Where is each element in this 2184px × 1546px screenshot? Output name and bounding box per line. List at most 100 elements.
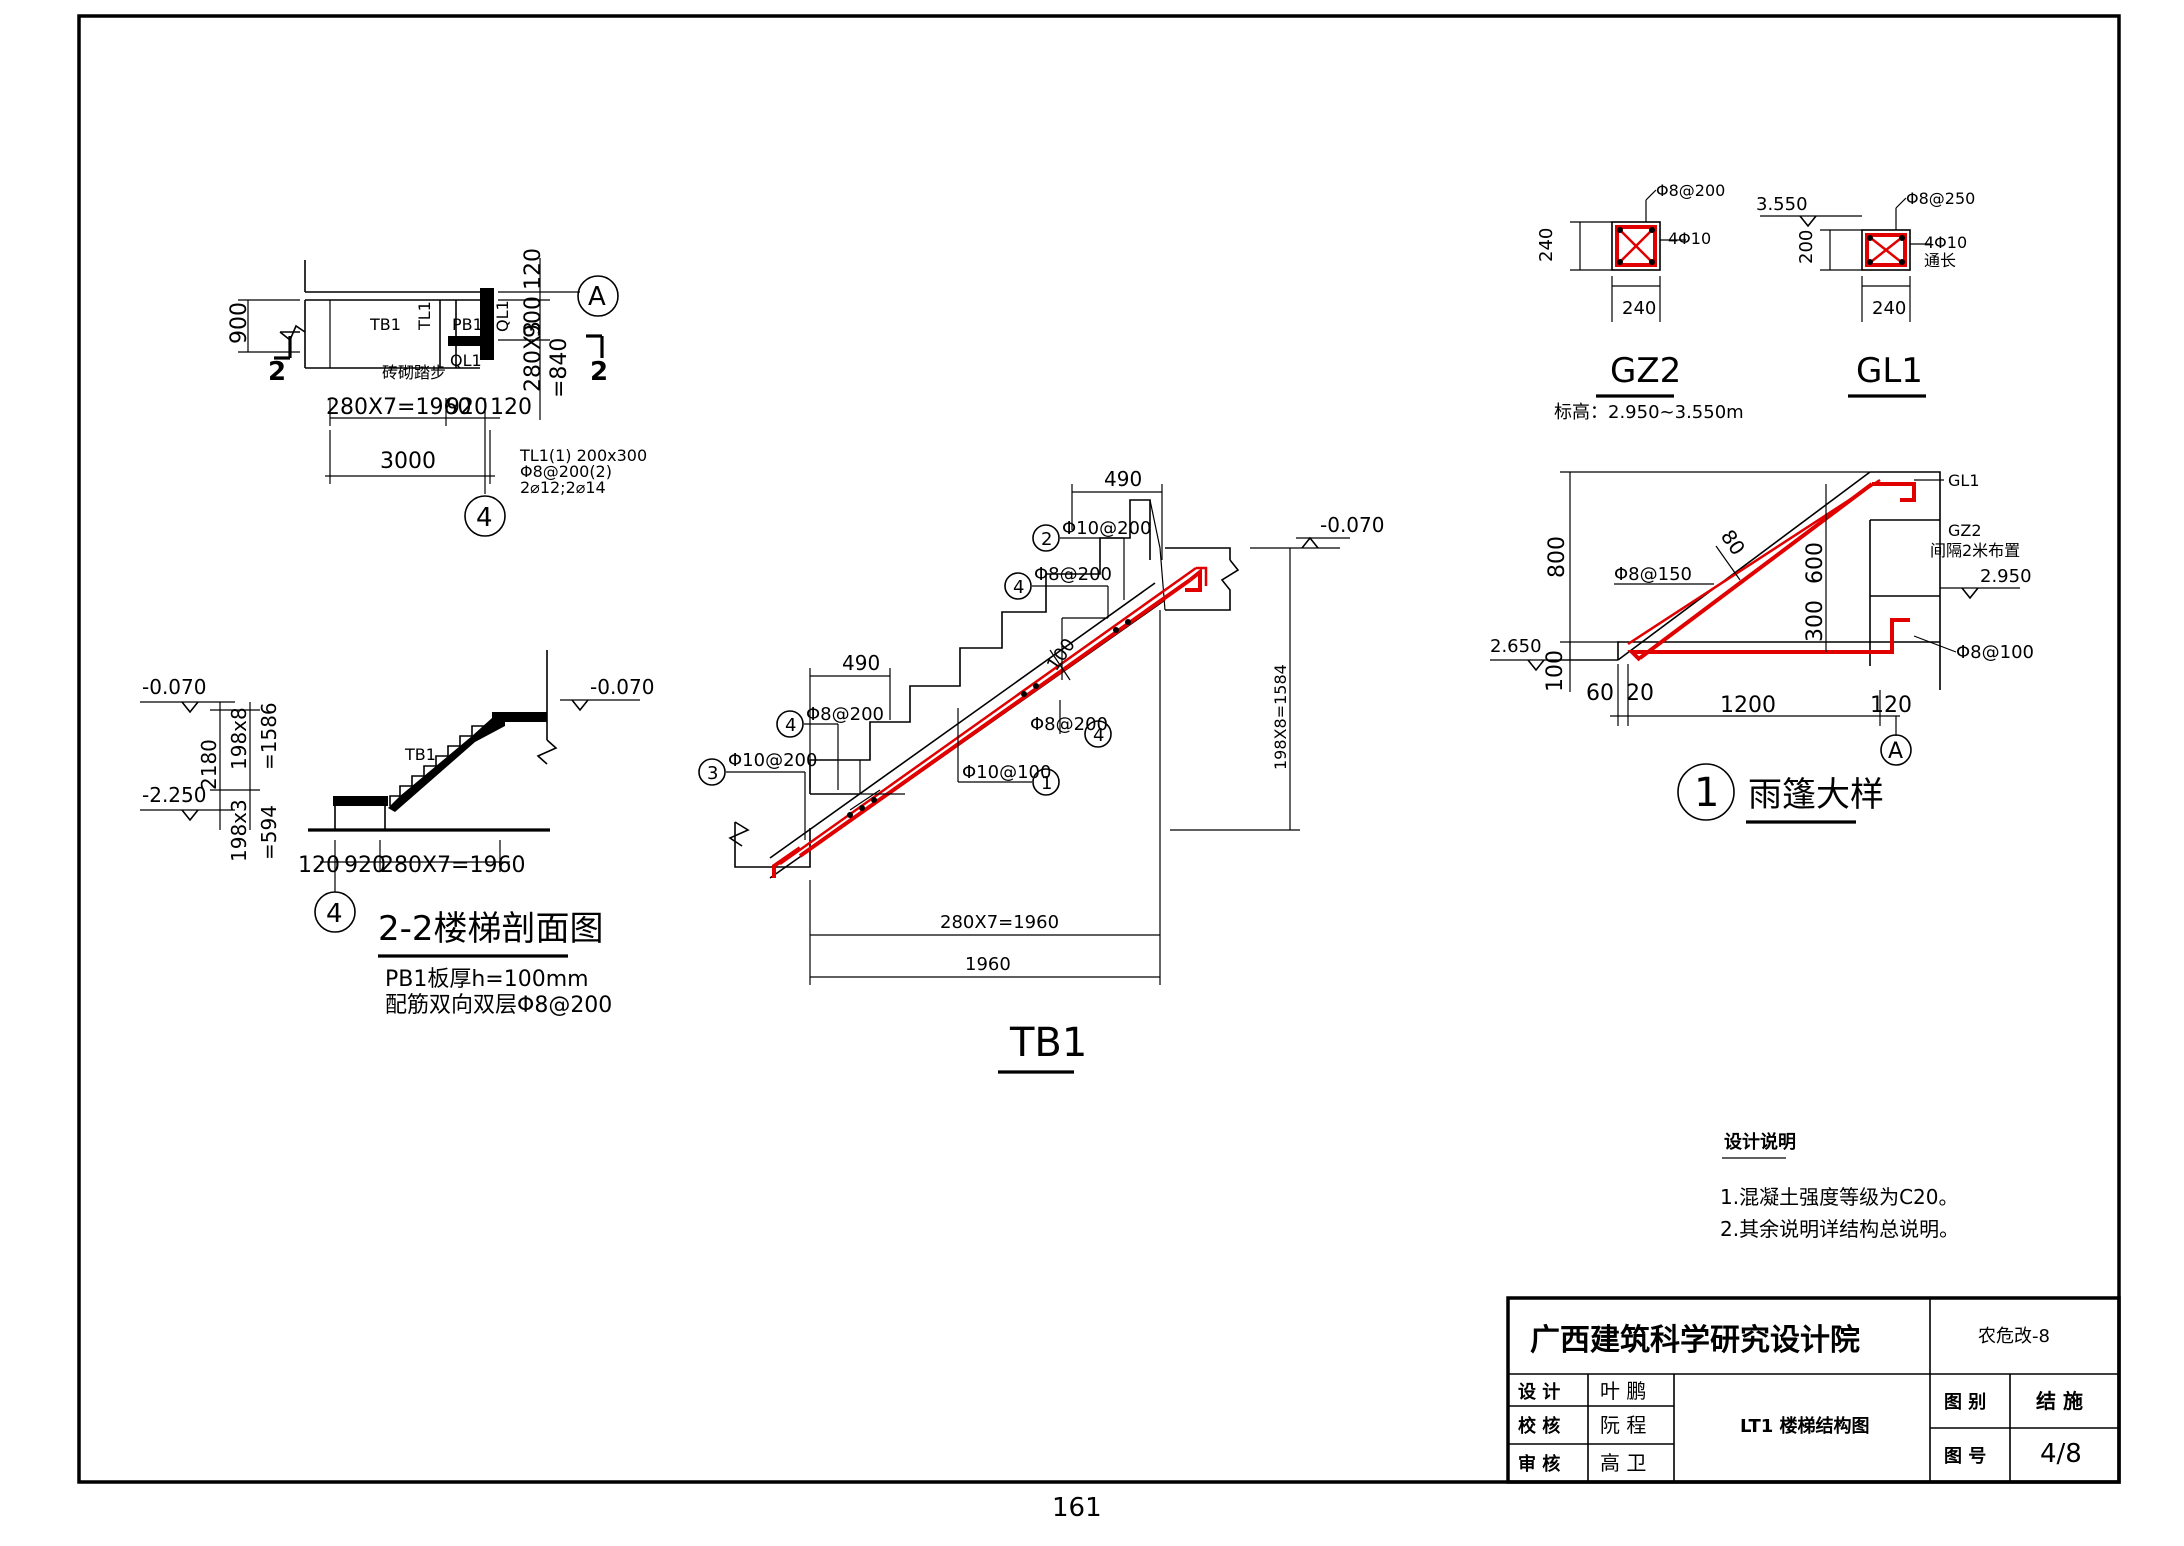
plan-dim-920: 920 bbox=[446, 395, 488, 420]
dim-2180: 2180 bbox=[197, 739, 221, 790]
tb1-bar4c-label: Φ8@200 bbox=[1030, 714, 1108, 735]
canopy-bar-150: Φ8@150 bbox=[1614, 564, 1692, 585]
section-mark-right: 2 bbox=[590, 357, 608, 387]
tb1-bar3-label: Φ10@200 bbox=[728, 750, 817, 771]
plan-note-tl1: TL1(1) 200x300 bbox=[519, 446, 647, 465]
canopy-dim-300: 300 bbox=[1803, 600, 1828, 642]
notes-item-1: 1.混凝土强度等级为C20。 bbox=[1720, 1185, 1959, 1209]
gz2-title: GZ2 bbox=[1610, 351, 1681, 391]
tb1-bar1-label: Φ10@100 bbox=[962, 762, 1051, 783]
section-dim-280x7: 280X7=1960 bbox=[380, 853, 525, 878]
gz2-stirrup-label: Φ8@200 bbox=[1656, 181, 1725, 200]
axis-bubble-4-section bbox=[314, 891, 356, 933]
stair-plan: TB1 TL1 PB1 QL1 QL1 砖砌踏步 900 2 2 120 900… bbox=[227, 248, 647, 537]
canopy-axis-a: A bbox=[1888, 739, 1903, 764]
gl1-detail: Φ8@250 4Φ10 通长 3.550 200 240 GL1 bbox=[1756, 189, 1975, 398]
notes-heading: 设计说明 bbox=[1724, 1131, 1796, 1153]
tb1-bar3-no: 3 bbox=[707, 763, 718, 784]
dim-198x3: 198x3 bbox=[227, 799, 251, 862]
plan-dim-840: =840 bbox=[547, 338, 572, 398]
canopy-elev-2950: 2.950 bbox=[1980, 566, 2032, 587]
elev-low: -2.250 bbox=[142, 783, 206, 807]
canopy-bar-100: Φ8@100 bbox=[1956, 642, 2034, 663]
dim-594: =594 bbox=[257, 805, 281, 860]
canopy-dim-1200: 1200 bbox=[1720, 693, 1776, 718]
institute-name: 广西建筑科学研究设计院 bbox=[1530, 1323, 1860, 1358]
gl1-continuous-label: 通长 bbox=[1924, 251, 1956, 270]
bar-mark-2 bbox=[1032, 524, 1060, 552]
bar-mark-4a bbox=[1004, 572, 1032, 600]
gz2-dim-240-h: 240 bbox=[1622, 298, 1656, 319]
bar-mark-3 bbox=[698, 758, 726, 786]
canopy-dim-80: 80 bbox=[1716, 525, 1750, 560]
design-notes: 设计说明 1.混凝土强度等级为C20。 2.其余说明详结构总说明。 bbox=[1720, 1131, 1959, 1241]
canopy-dim-20: 20 bbox=[1626, 681, 1654, 706]
plan-note-stirrup: Φ8@200(2) bbox=[520, 462, 612, 481]
canopy-dim-60: 60 bbox=[1586, 681, 1614, 706]
section-title: 2-2楼梯剖面图 bbox=[378, 909, 604, 949]
tb1-elev: -0.070 bbox=[1320, 513, 1384, 537]
role-review: 审 核 bbox=[1518, 1453, 1560, 1475]
section-note-pb1: PB1板厚h=100mm bbox=[385, 967, 589, 992]
plan-dim-280x3: 280X3 bbox=[521, 321, 546, 392]
tb1-bar2-label: Φ10@200 bbox=[1062, 518, 1151, 539]
role-check: 校 核 bbox=[1518, 1415, 1560, 1437]
section-axis-4: 4 bbox=[326, 899, 343, 929]
notes-item-2: 2.其余说明详结构总说明。 bbox=[1720, 1217, 1959, 1241]
gl1-stirrup-label: Φ8@250 bbox=[1906, 189, 1975, 208]
section-note-rebar: 配筋双向双层Φ8@200 bbox=[385, 993, 612, 1018]
plan-axis-a: A bbox=[588, 282, 606, 312]
gz2-dim-240-v: 240 bbox=[1536, 228, 1557, 262]
tb1-bar4a-no: 4 bbox=[1013, 577, 1024, 598]
tb1-detail: 490 2 Φ10@200 4 Φ8@200 100 490 4 Φ8@200 … bbox=[698, 467, 1384, 1074]
category-value: 结 施 bbox=[2036, 1389, 2083, 1413]
tb1-bar2-no: 2 bbox=[1041, 529, 1052, 550]
gl1-main-bars-label: 4Φ10 bbox=[1924, 233, 1967, 252]
canopy-dim-100: 100 bbox=[1543, 650, 1568, 692]
section-dim-920: 920 bbox=[344, 853, 386, 878]
drawing-title: LT1 楼梯结构图 bbox=[1740, 1415, 1870, 1437]
axis-bubble-4-plan bbox=[464, 495, 506, 537]
name-check: 阮 程 bbox=[1600, 1413, 1646, 1437]
dim-1586: =1586 bbox=[257, 702, 281, 770]
name-design: 叶 鹏 bbox=[1600, 1379, 1646, 1403]
tb1-bar4c-no: 4 bbox=[1093, 725, 1104, 746]
gl1-title: GL1 bbox=[1856, 351, 1923, 391]
title-block: 广西建筑科学研究设计院 农危改-8 设 计 叶 鹏 校 核 阮 程 审 核 高 … bbox=[1506, 1296, 2121, 1484]
tb1-dim-490-left: 490 bbox=[842, 651, 880, 675]
plan-dim-280x7: 280X7=1960 bbox=[326, 395, 471, 420]
tb1-dim-vertical: 198X8=1584 bbox=[1271, 664, 1290, 770]
section-mark-left: 2 bbox=[268, 357, 286, 387]
plan-axis-4: 4 bbox=[476, 503, 493, 533]
gz2-elevation-range: 标高：2.950~3.550m bbox=[1554, 402, 1744, 423]
canopy-title: 雨篷大样 bbox=[1748, 775, 1884, 815]
name-review: 高 卫 bbox=[1600, 1451, 1646, 1475]
plan-label-ql1-vertical: QL1 bbox=[493, 300, 512, 332]
detail-number-bubble bbox=[1677, 763, 1735, 821]
tb1-title: TB1 bbox=[1009, 1020, 1087, 1066]
role-design: 设 计 bbox=[1518, 1381, 1560, 1403]
gz2-main-bars-label: 4Φ10 bbox=[1668, 229, 1711, 248]
tb1-dim-490-top: 490 bbox=[1104, 467, 1142, 491]
section-dim-120: 120 bbox=[298, 853, 340, 878]
canopy-detail-number: 1 bbox=[1694, 770, 1719, 816]
plan-dim-120-top: 120 bbox=[521, 248, 546, 290]
sheet-border bbox=[77, 14, 2121, 1484]
bar-mark-1 bbox=[1032, 768, 1060, 796]
axis-bubble-a bbox=[577, 275, 619, 317]
tb1-dim-1960: 1960 bbox=[965, 954, 1011, 975]
plan-label-brick-step: 砖砌踏步 bbox=[382, 363, 446, 382]
number-value: 4/8 bbox=[2040, 1439, 2082, 1469]
plan-label-tl1: TL1 bbox=[415, 301, 434, 331]
canopy-label-gl1: GL1 bbox=[1948, 471, 1980, 490]
gl1-dim-200-v: 200 bbox=[1796, 230, 1817, 264]
tb1-bar1-no: 1 bbox=[1041, 773, 1052, 794]
category-label: 图 别 bbox=[1944, 1392, 1986, 1413]
plan-dim-900-right: 900 bbox=[521, 296, 546, 338]
canopy-detail: GL1 GZ2 间隔2米布置 800 80 600 300 Φ8@150 2.9… bbox=[1490, 471, 2034, 824]
number-label: 图 号 bbox=[1944, 1446, 1986, 1467]
bar-mark-4b bbox=[776, 710, 804, 738]
canopy-dim-600: 600 bbox=[1803, 542, 1828, 584]
